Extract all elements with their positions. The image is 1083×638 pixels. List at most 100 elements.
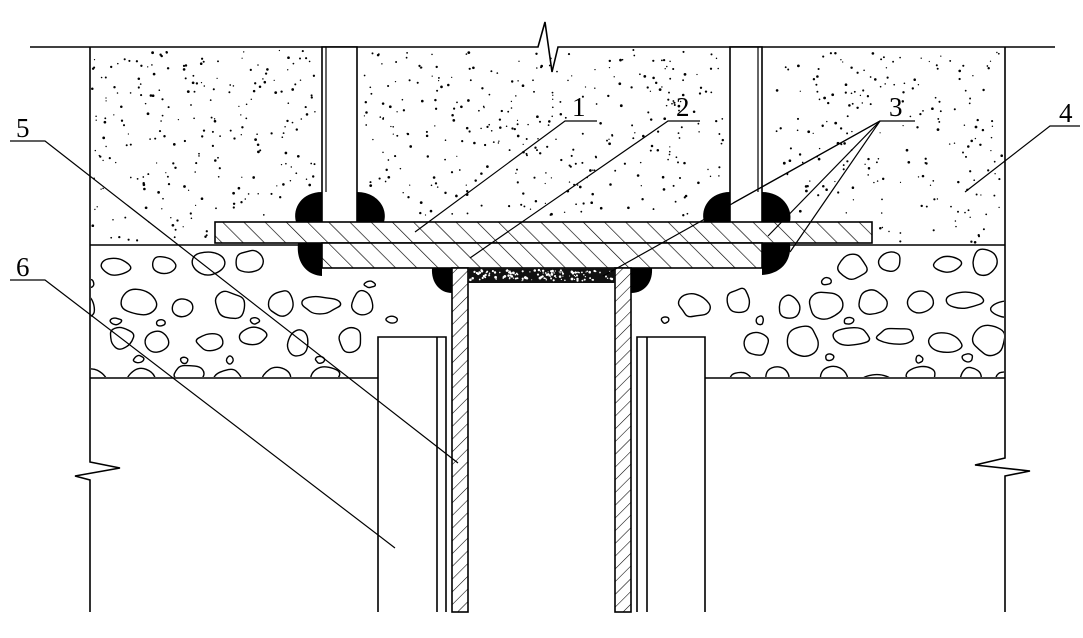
gravel-stone	[238, 326, 268, 346]
gravel-stone	[786, 325, 819, 357]
concrete-aggregate-dot	[478, 109, 480, 112]
concrete-aggregate-dot	[551, 91, 554, 94]
concrete-aggregate-dot	[402, 109, 406, 112]
concrete-aggregate-dot	[964, 211, 966, 214]
concrete-aggregate-dot	[279, 196, 282, 199]
concrete-aggregate-dot	[198, 152, 200, 155]
concrete-aggregate-dot	[266, 68, 269, 71]
concrete-aggregate-dot	[167, 106, 170, 109]
concrete-aggregate-dot	[715, 119, 718, 123]
concrete-aggregate-dot	[869, 76, 872, 78]
concrete-aggregate-dot	[184, 77, 187, 80]
concrete-aggregate-dot	[205, 230, 208, 233]
concrete-aggregate-dot	[661, 86, 663, 88]
filler-speck	[542, 272, 544, 274]
concrete-aggregate-dot	[572, 148, 575, 151]
concrete-aggregate-dot	[438, 80, 440, 82]
concrete-aggregate-dot	[893, 83, 896, 86]
weld-pipe-left	[431, 268, 452, 293]
filler-speck	[491, 270, 494, 273]
concrete-aggregate-dot	[880, 212, 883, 214]
concrete-aggregate-dot	[788, 159, 792, 163]
concrete-aggregate-dot	[480, 172, 483, 175]
concrete-aggregate-dot	[990, 136, 993, 139]
filler-speck	[581, 279, 584, 282]
concrete-aggregate-dot	[804, 185, 808, 188]
filler-speck	[494, 275, 497, 279]
concrete-aggregate-dot	[508, 149, 511, 152]
concrete-aggregate-dot	[284, 126, 286, 128]
gravel-stone	[837, 253, 868, 280]
concrete-aggregate-dot	[619, 104, 623, 108]
concrete-aggregate-dot	[839, 127, 843, 130]
concrete-aggregate-dot	[193, 117, 195, 120]
filler-speck	[589, 277, 592, 280]
concrete-aggregate-dot	[291, 88, 295, 91]
concrete-aggregate-dot	[314, 111, 316, 113]
concrete-aggregate-dot	[496, 72, 499, 74]
concrete-aggregate-dot	[595, 103, 598, 105]
concrete-aggregate-dot	[136, 239, 139, 242]
concrete-aggregate-dot	[801, 161, 804, 164]
concrete-aggregate-dot	[534, 146, 537, 149]
gravel-stone	[385, 315, 399, 324]
concrete-aggregate-dot	[305, 178, 308, 181]
gravel-stone	[726, 287, 751, 314]
concrete-aggregate-dot	[285, 162, 287, 165]
label-6: 6	[16, 252, 30, 282]
concrete-aggregate-dot	[217, 175, 220, 178]
concrete-aggregate-dot	[299, 79, 302, 81]
concrete-aggregate-dot	[552, 98, 554, 100]
concrete-aggregate-dot	[100, 76, 103, 79]
concrete-aggregate-dot	[419, 211, 422, 215]
concrete-aggregate-dot	[955, 225, 957, 228]
concrete-aggregate-dot	[831, 93, 835, 97]
concrete-aggregate-dot	[913, 78, 916, 81]
steel-pipe-left-wall	[451, 267, 469, 613]
filler-speck	[609, 277, 612, 280]
concrete-aggregate-dot	[245, 103, 248, 106]
concrete-aggregate-dot	[103, 120, 107, 124]
filler-speck	[599, 271, 601, 274]
concrete-aggregate-dot	[559, 100, 562, 103]
concrete-aggregate-dot	[432, 176, 436, 179]
filler-speck	[509, 274, 512, 277]
filler-speck	[550, 270, 553, 273]
concrete-aggregate-dot	[672, 100, 675, 102]
filler-speck	[471, 277, 474, 280]
concrete-aggregate-dot	[933, 198, 936, 201]
concrete-aggregate-dot	[102, 159, 104, 162]
concrete-aggregate-dot	[796, 129, 799, 132]
concrete-aggregate-dot	[292, 62, 295, 65]
concrete-aggregate-dot	[286, 119, 289, 123]
concrete-aggregate-dot	[171, 223, 175, 227]
concrete-aggregate-dot	[466, 190, 469, 193]
filler-speck	[523, 276, 527, 279]
concrete-aggregate-dot	[117, 62, 119, 65]
concrete-aggregate-dot	[697, 122, 700, 125]
concrete-aggregate-dot	[115, 161, 117, 164]
concrete-aggregate-dot	[192, 74, 195, 77]
filler-speck	[552, 279, 555, 282]
gravel-stone	[249, 316, 261, 325]
filler-speck	[522, 279, 524, 281]
concrete-aggregate-dot	[176, 219, 179, 222]
concrete-aggregate-dot	[95, 115, 97, 117]
concrete-aggregate-dot	[991, 120, 994, 123]
concrete-aggregate-dot	[775, 130, 778, 133]
concrete-aggregate-dot	[834, 180, 836, 183]
concrete-aggregate-dot	[122, 124, 126, 127]
concrete-aggregate-dot	[618, 82, 622, 86]
concrete-aggregate-dot	[592, 169, 594, 171]
filler-speck	[516, 277, 519, 280]
concrete-aggregate-dot	[678, 176, 682, 180]
gravel-stone	[825, 353, 835, 362]
concrete-aggregate-dot	[882, 56, 885, 59]
concrete-aggregate-dot	[662, 58, 666, 62]
concrete-aggregate-dot	[698, 131, 700, 133]
concrete-aggregate-dot	[948, 143, 951, 145]
concrete-aggregate-dot	[845, 212, 848, 214]
concrete-aggregate-dot	[125, 144, 128, 147]
concrete-aggregate-dot	[649, 118, 653, 121]
concrete-aggregate-dot	[593, 169, 596, 172]
